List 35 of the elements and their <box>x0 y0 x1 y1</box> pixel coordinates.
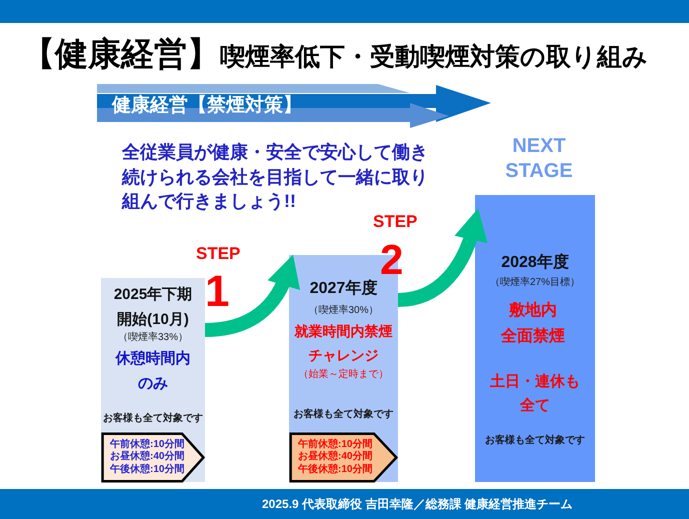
banner-arrow <box>97 83 493 129</box>
step-label: STEP <box>373 212 418 232</box>
stage-panel <box>101 278 205 482</box>
footer-text: 2025.9 代表取締役 吉田幸隆／総務課 健康経営推進チーム <box>262 497 573 512</box>
break-time-tag <box>289 433 398 482</box>
smoking-rate-note: （喫煙率30%） <box>308 304 378 318</box>
banner-text: 健康経営【禁煙対策】 <box>112 94 302 118</box>
period-heading: 2028年度 <box>501 252 569 273</box>
step-number: 1 <box>205 270 230 314</box>
weekend-policy-text: 土日・連休も全て <box>489 372 581 416</box>
customer-note: お客様も全て対象です <box>485 434 585 448</box>
break-time-text: 午前休憩:10分間 <box>110 438 186 450</box>
break-time-text: 午後休憩:10分間 <box>110 464 186 476</box>
step-label: STEP <box>196 244 240 264</box>
break-time-tag <box>101 433 205 482</box>
break-time-text: 午前休憩:10分間 <box>298 438 374 450</box>
customer-note: お客様も全て対象です <box>103 412 203 426</box>
period-heading: 2027年度 <box>310 278 378 299</box>
break-time-text: お昼休憩:40分間 <box>110 451 186 464</box>
smoking-rate-note: （喫煙率33%） <box>118 331 188 345</box>
curved-arrow <box>204 254 300 337</box>
hours-note: （始業～定時まで） <box>298 368 388 382</box>
policy-text: 敷地内全面禁煙 <box>501 300 566 347</box>
page-title: 【健康経営】喫煙率低下・受動喫煙対策の取り組み <box>22 34 648 74</box>
break-time-text: 午後休憩:10分間 <box>298 464 374 476</box>
smoking-rate-note: （喫煙率27%目標） <box>490 276 580 290</box>
message-text: 全従業員が健康・安全で安心して働き続けられる会社を目指して一緒に取り組んで行きましょう!! <box>122 141 429 213</box>
policy-text: 就業時間内禁煙チャレンジ <box>293 322 394 365</box>
period-heading: 2025年下期開始(10月) <box>112 285 194 330</box>
step-number: 2 <box>380 239 404 281</box>
stage-heading: NEXT STAGE <box>504 134 574 184</box>
stage-panel <box>475 195 595 482</box>
policy-text: 休憩時間内のみ <box>114 349 192 394</box>
customer-note: お客様も全て対象です <box>294 408 394 422</box>
break-time-text: お昼休憩:40分間 <box>298 451 374 464</box>
